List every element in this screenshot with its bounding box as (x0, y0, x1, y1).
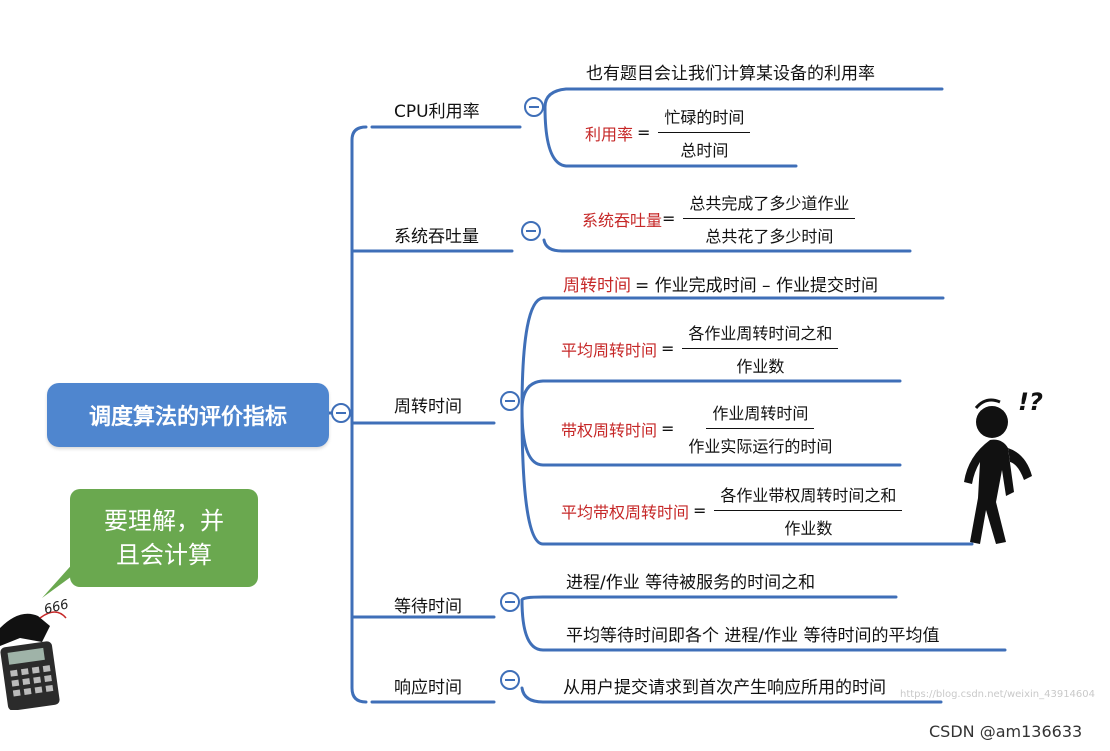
speech-bubble: 要理解，并 且会计算 (70, 489, 258, 587)
turnaround-avg-weighted-numerator: 各作业带权周转时间之和 (714, 482, 903, 511)
waiting-leaf1-line (520, 595, 898, 602)
turnaround-avg-weighted-fraction: 各作业带权周转时间之和 作业数 (714, 482, 903, 539)
speech-bubble-tail (42, 560, 94, 598)
branch-turnaround-label[interactable]: 周转时间 (394, 397, 462, 417)
turnaround-def-lhs: 周转时间 (563, 276, 631, 296)
bubble-line-2: 且会计算 (116, 541, 212, 569)
turnaround-avg-denominator: 作业数 (736, 357, 785, 376)
trunk-down (350, 411, 368, 704)
turnaround-avg-eq: = (661, 339, 675, 358)
waiting-leaf2-line (520, 598, 1007, 652)
branch-throughput-label[interactable]: 系统吞吐量 (394, 227, 479, 247)
turnaround-avg-weighted-line (520, 408, 974, 546)
cpu-formula-eq: = (637, 123, 651, 142)
turnaround-avg-weighted-denominator: 作业数 (784, 519, 833, 538)
turnaround-weighted-formula: 带权周转时间 = 作业周转时间 作业实际运行的时间 (561, 400, 838, 457)
turnaround-def: 周转时间 = 作业完成时间 – 作业提交时间 (563, 271, 878, 296)
throughput-fraction: 总共完成了多少道作业 总共花了多少时间 (683, 190, 856, 247)
turnaround-weighted-fraction: 作业周转时间 作业实际运行的时间 (682, 400, 838, 457)
turnaround-weighted-numerator: 作业周转时间 (706, 400, 815, 429)
faint-url-watermark: https://blog.csdn.net/weixin_43914604 (900, 689, 1096, 700)
root-node[interactable]: 调度算法的评价指标 (47, 383, 329, 447)
throughput-formula: 系统吞吐量 = 总共完成了多少道作业 总共花了多少时间 (582, 190, 856, 247)
trunk-up (350, 125, 368, 415)
waiting-leaf-2: 平均等待时间即各个 进程/作业 等待时间的平均值 (566, 626, 940, 646)
cpu-denominator: 总时间 (680, 141, 729, 160)
waiting-leaf-1: 进程/作业 等待被服务的时间之和 (566, 573, 816, 593)
turnaround-def-rhs: = 作业完成时间 – 作业提交时间 (635, 276, 878, 296)
cpu-formula-lhs: 利用率 (585, 124, 634, 144)
branch-cpu-label[interactable]: CPU利用率 (394, 102, 480, 122)
turnaround-avg-line (520, 379, 902, 412)
turnaround-def-line (520, 296, 945, 412)
throughput-formula-eq: = (662, 209, 676, 228)
cpu-formula: 利用率 = 忙碌的时间 总时间 (585, 104, 751, 161)
bubble-line-1: 要理解，并 (104, 507, 224, 535)
turnaround-avg-fraction: 各作业周转时间之和 作业数 (682, 320, 839, 377)
turnaround-avg-numerator: 各作业周转时间之和 (682, 320, 839, 349)
response-leaf-line (520, 686, 943, 704)
csdn-watermark: CSDN @am136633 (929, 722, 1083, 741)
turnaround-avg-weighted-lhs: 平均带权周转时间 (561, 502, 690, 522)
cpu-fraction: 忙碌的时间 总时间 (658, 104, 751, 161)
throughput-leaf-line (542, 238, 912, 253)
turnaround-weighted-lhs: 带权周转时间 (561, 420, 658, 440)
cpu-note-line (543, 87, 944, 109)
turnaround-avg-weighted-eq: = (693, 501, 707, 520)
cpu-note: 也有题目会让我们计算某设备的利用率 (586, 64, 875, 84)
turnaround-weighted-denominator: 作业实际运行的时间 (688, 437, 833, 456)
cpu-numerator: 忙碌的时间 (658, 104, 751, 133)
turnaround-avg-formula: 平均周转时间 = 各作业周转时间之和 作业数 (561, 320, 839, 377)
branch-waiting-label[interactable]: 等待时间 (394, 597, 462, 617)
root-title: 调度算法的评价指标 (88, 405, 287, 430)
calculator-hand-icon (0, 611, 67, 710)
cpu-formula-line (543, 105, 798, 168)
throughput-numerator: 总共完成了多少道作业 (683, 190, 856, 219)
turnaround-weighted-eq: = (661, 419, 675, 438)
confused-person-icon (964, 398, 1032, 544)
turnaround-avg-lhs: 平均周转时间 (561, 340, 658, 360)
turnaround-avg-weighted-formula: 平均带权周转时间 = 各作业带权周转时间之和 作业数 (561, 482, 903, 539)
question-marks: !? (1018, 388, 1043, 416)
branch-response-label[interactable]: 响应时间 (394, 678, 462, 698)
throughput-denominator: 总共花了多少时间 (705, 227, 834, 246)
throughput-formula-lhs: 系统吞吐量 (582, 210, 663, 230)
response-leaf-1: 从用户提交请求到首次产生响应所用的时间 (563, 678, 886, 698)
